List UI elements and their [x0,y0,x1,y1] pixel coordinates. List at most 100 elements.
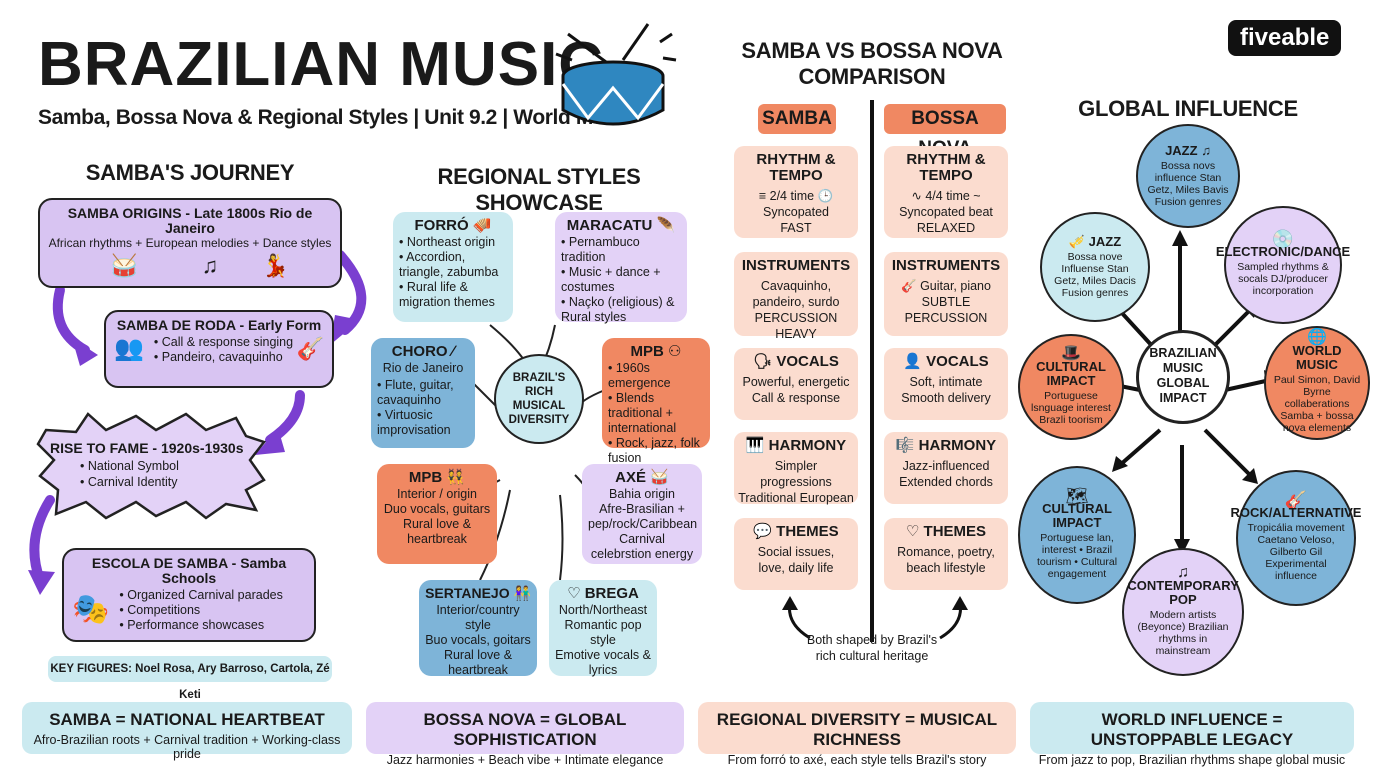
globe-icon: 🌐 [1307,329,1327,346]
drum-icon [555,23,677,126]
journey-heading: SAMBA'S JOURNEY [85,160,295,185]
footer-regional: REGIONAL DIVERSITY = MUSICAL RICHNESS Fr… [698,702,1016,767]
bossa-rhythm-l2: Syncopated beat [899,205,993,219]
comparison-divider [870,100,874,642]
mpb2-title: MPB [408,469,443,486]
samba-harmony-l1: Simpler progressions [760,459,832,489]
bossa-rhythm-card: RHYTHM & TEMPO ∿ 4/4 time ~ Syncopated b… [884,146,1008,238]
footer-world-title: WORLD INFLUENCE = UNSTOPPABLE LEGACY [1090,710,1294,749]
footer-world-desc: From jazz to pop, Brazilian rhythms shap… [1038,753,1346,767]
cultural-left-desc: Portuguese lsnguage interest Brazli toor… [1031,390,1111,426]
pop-desc: Modern artists (Beyonce) Brazilian rhyth… [1137,609,1229,657]
speech-bubble-icon: 💬 [753,523,772,540]
rise-to-fame-title: RISE TO FAME - 1920s-1930s [50,440,244,456]
escola-item: Performance showcases [119,618,306,633]
rock-title: ROCK/ALTERNATIVE [1230,505,1362,520]
forro-item: Accordion, triangle, zabumba [399,250,507,280]
shared-l1: Both shaped by Brazil's [806,633,938,647]
forro-item: Northeast origin [399,235,507,250]
footer-bossa: BOSSA NOVA = GLOBAL SOPHISTICATION Jazz … [366,702,684,767]
sheet-music-icon: 🎼 [895,437,915,454]
shared-l2: rich cultural heritage [815,649,929,663]
bossa-themes-l2: beach lifestyle [906,561,986,575]
bossa-instruments-l2: SUBTLE PERCUSSION [904,295,988,325]
jazz-left-circle: 🎺 JAZZ Bossa nove Influense Stan Getz, M… [1040,212,1150,322]
sertanejo-item: Buo vocals, goitars [425,633,531,647]
bossa-harmony-card: 🎼 HARMONY Jazz-influenced Extended chord… [884,432,1008,504]
piano-icon: 🎹 [745,437,765,454]
sertanejo-item: Rural love & heartbreak [443,648,513,677]
bossa-label: BOSSA NOVA [884,104,1006,159]
world-music-circle: 🌐 WORLD MUSIC Paul Simon, David Byrne co… [1264,326,1370,440]
footer-samba: SAMBA = NATIONAL HEARTBEAT Afro-Brazilia… [22,702,352,761]
samba-origins-desc: African rhythms + European melodies + Da… [48,236,332,250]
maracatu-title: MARACATU [566,217,653,234]
brega-item: Emotive vocals & lyrics [555,648,651,677]
rock-circle: 🎸 ROCK/ALTERNATIVE Tropicália movement C… [1231,470,1361,606]
jazz-top-circle: JAZZ ♫ Bossa novs influence Stan Getz, M… [1136,124,1240,228]
drum-icon: 🥁 [110,253,139,278]
samba-label: SAMBA [758,104,836,134]
jazz-left-title: JAZZ [1088,234,1122,249]
guitar-icon: 🎸 [296,336,324,361]
jazz-top-title: JAZZ [1165,143,1198,158]
samba-instruments-title: INSTRUMENTS [741,257,851,274]
pop-circle: ♫ CONTEMPORARY POP Modern artists (Beyon… [1122,548,1244,676]
people-circle-icon: ⚇ [668,343,682,360]
bossa-harmony-title: HARMONY [918,437,997,454]
samba-vocals-title: VOCALS [776,353,839,370]
footer-world: WORLD INFLUENCE = UNSTOPPABLE LEGACY Fro… [1030,702,1354,767]
bossa-themes-title: THEMES [923,523,987,540]
feather-icon: 🪶 [656,217,676,234]
world-title: WORLD MUSIC [1292,343,1342,372]
brega-item: North/Northeast [558,603,648,617]
escola-title: ESCOLA DE SAMBA - Samba Schools [91,555,287,586]
trumpet-icon: 🎺 [1068,234,1086,249]
bossa-themes-l1: Romance, poetry, [897,545,995,559]
bossa-vocals-l1: Soft, intimate [909,375,983,389]
samba-origins-title: SAMBA ORIGINS - Late 1800s Rio de Janeir… [67,205,313,236]
electronic-title: ELECTRONIC/DANCE [1215,244,1351,259]
samba-instruments-l2: pandeiro, surdo [752,295,840,309]
bossa-vocals-title: VOCALS [926,353,989,370]
cultural-left-title: CULTURAL IMPACT [1036,359,1106,388]
samba-vocals-l1: Powerful, energetic [742,375,850,389]
head-icon: 👤 [903,353,922,370]
maracatu-item: Naçko (religious) & Rural styles [561,295,681,325]
fame-item: Carnival Identity [80,474,250,490]
rock-desc: Tropicália movement Caetano Veloso, Gilb… [1247,522,1345,582]
brega-item: Romantic pop style [564,618,642,647]
samba-rhythm-l2: Syncopated [762,205,830,219]
pop-title: CONTEMPORARY POP [1127,578,1239,607]
mpb2-item: Rural love & heartbreak [402,517,472,546]
bossa-rhythm-l3: RELAXED [916,221,976,235]
electric-guitar-icon: 🎸 [1284,490,1308,510]
global-center-label: BRAZILIAN MUSIC GLOBAL IMPACT [1149,346,1217,405]
music-note-icon: ♫ [1177,564,1189,581]
shared-heritage: Both shaped by Brazil's rich cultural he… [790,632,954,664]
music-note-icon: ♫ [201,253,219,278]
jazz-top-desc: Bossa novs influence Stan Getz, Miles Ba… [1147,160,1229,208]
brega-box: ♡ BREGA North/Northeast Romantic pop sty… [549,580,657,677]
maracatu-box: MARACATU 🪶 Pernambuco traditionMusic + d… [555,212,687,325]
samba-themes-card: 💬 THEMES Social issues, love, daily life [734,518,858,590]
samba-instruments-card: INSTRUMENTS Cavaquinho, pandeiro, surdo … [734,252,858,341]
drum-icon: 🥁 [650,469,669,486]
samba-vocals-card: 🗣 VOCALS Powerful, energetic Call & resp… [734,348,858,420]
page-title: BRAZILIAN MUSIC [38,30,605,99]
choro-box: CHORO ∕ Rio de Janeiro Flute, guitar, ca… [371,338,475,448]
samba-de-roda-title: SAMBA DE RODA - Early Form [116,317,322,333]
key-figures: KEY FIGURES: Noel Rosa, Ary Barroso, Car… [48,656,332,701]
global-impact-center: BRAZILIAN MUSIC GLOBAL IMPACT [1136,330,1230,424]
samba-harmony-card: 🎹 HARMONY Simpler progressions Tradition… [734,432,858,505]
sertanejo-item: Interior/country style [436,603,520,632]
escola-item: Organized Carnival parades [119,588,306,603]
bossa-instruments-card: INSTRUMENTS 🎸 Guitar, piano SUBTLE PERCU… [884,252,1008,336]
axe-item: Afre-Brasilian + pep/rock/Caribbean [588,502,698,531]
bossa-rhythm-l1: 4/4 time [925,189,970,203]
footer-samba-title: SAMBA = NATIONAL HEARTBEAT [49,710,325,729]
axe-title: AXÉ [615,469,646,486]
comparison-heading: SAMBA VS BOSSA NOVA COMPARISON [741,38,1003,89]
bossa-instruments-title: INSTRUMENTS [891,257,1001,274]
bossa-instruments-l1: Guitar, piano [920,279,991,293]
